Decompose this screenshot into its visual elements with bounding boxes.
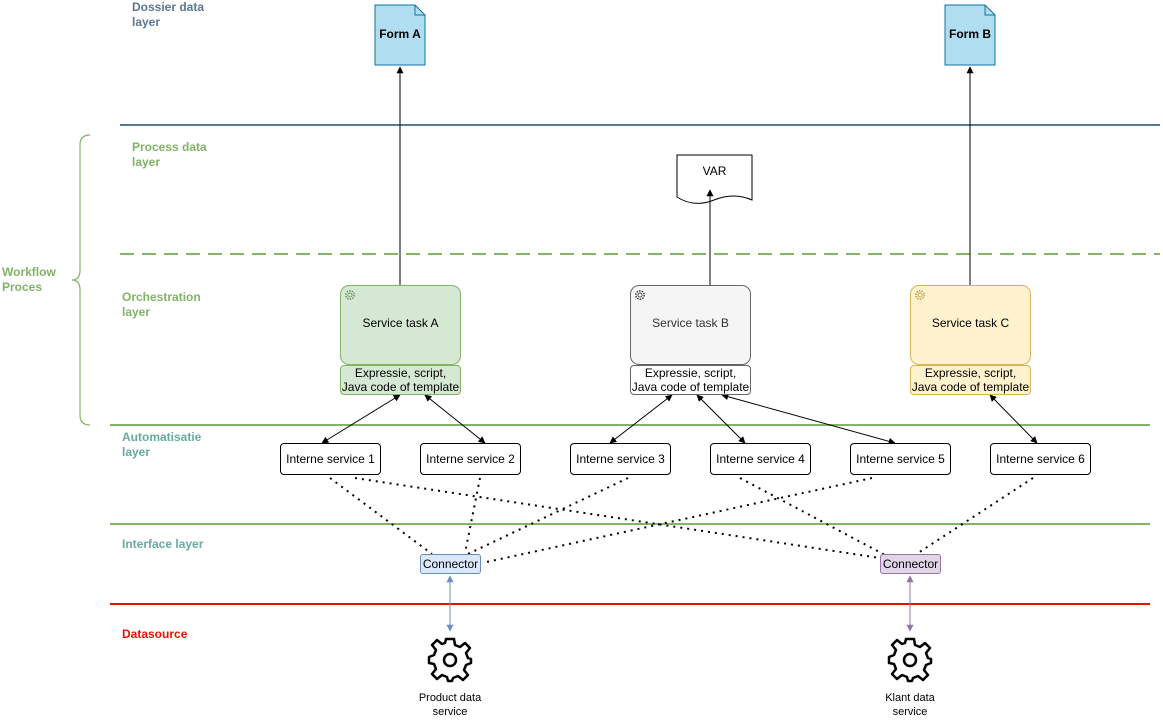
service-task-b[interactable]: Service task B [630,285,751,365]
service-task-a[interactable]: Service task A [340,285,461,365]
service-task-c-label: Service task C [931,316,1010,330]
interne-service-1[interactable]: Interne service 1 [280,443,381,475]
arrow-b-service4 [696,394,746,444]
gear-icon [915,290,925,300]
datasource-layer-label: Datasource [122,627,188,641]
expression-box-a: Expressie, script, Java code of template [340,365,461,395]
gear-icon [345,290,355,300]
interne-service-5[interactable]: Interne service 5 [850,443,951,475]
dotted-s6-c2 [917,477,1034,554]
dotted-s1-c2 [354,477,881,559]
process-layer-label: Process data layer [132,140,207,169]
dotted-s2-c1 [464,477,481,554]
dotted-s4-c2 [739,477,886,556]
automatisatie-layer-label: Automatisatie layer [122,430,202,459]
interne-service-6[interactable]: Interne service 6 [990,443,1091,475]
gear-icon [887,637,933,683]
service-task-b-label: Service task B [652,316,729,330]
workflow-label: Workflow Proces [2,265,56,294]
workflow-brace [71,134,91,426]
interne-service-4[interactable]: Interne service 4 [710,443,811,475]
arrow-a-service1 [321,394,401,444]
arrow-b-service3 [609,394,673,444]
service-task-a-label: Service task A [362,316,439,330]
orchestration-layer-label: Orchestration layer [122,290,201,319]
form-a-shape [374,4,426,66]
service-task-c[interactable]: Service task C [910,285,1031,365]
gear-icon [635,290,645,300]
dotted-s1-c1 [329,477,433,555]
interface-layer-label: Interface layer [122,537,204,551]
interne-service-2[interactable]: Interne service 2 [420,443,521,475]
arrow-b-service5 [721,393,896,445]
dotted-s5-c1 [481,477,873,564]
form-b-label: Form B [949,27,991,41]
connector-product[interactable]: Connector [420,554,481,574]
form-a-label: Form A [379,27,421,41]
expression-box-c: Expressie, script, Java code of template [910,365,1031,395]
klant-data-service-label: Klant data service [885,692,935,718]
interne-service-3[interactable]: Interne service 3 [570,443,671,475]
form-b-shape [944,4,996,66]
arrow-c-service6 [989,394,1038,444]
dotted-s3-c1 [467,477,629,555]
dossier-layer-label: Dossier data layer [132,0,205,29]
connector-klant[interactable]: Connector [880,554,941,574]
arrow-a-service2 [424,394,486,444]
var-label: VAR [702,164,727,178]
product-data-service-label: Product data service [418,692,482,718]
expression-box-b: Expressie, script, Java code of template [630,365,751,395]
gear-icon [427,637,473,683]
var-document-shape [676,154,753,204]
